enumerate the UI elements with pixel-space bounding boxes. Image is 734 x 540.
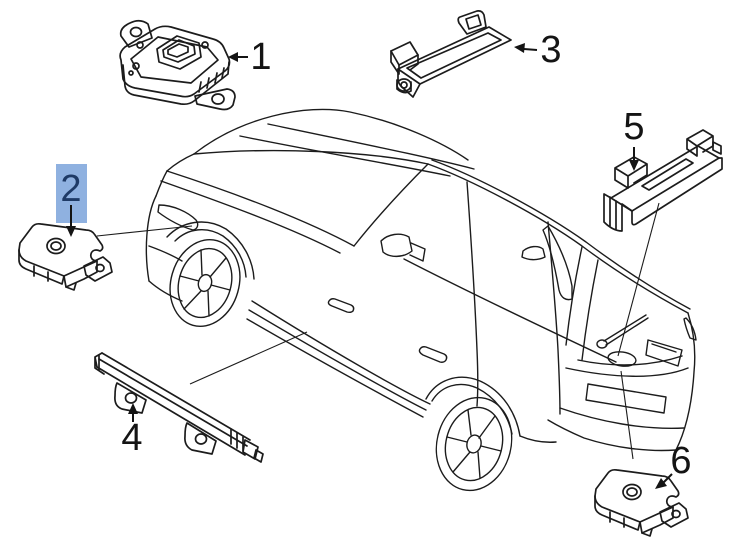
door-bottom [251, 300, 431, 405]
rear-lower-edge [519, 435, 557, 443]
callout-label-6[interactable]: 6 [670, 440, 692, 482]
rear-wheel-arch [425, 376, 521, 437]
waistline [403, 258, 617, 363]
callout-label-2[interactable]: 2 [60, 168, 82, 210]
rear-bumper-bottom [547, 419, 677, 452]
quarter-window [542, 225, 573, 301]
hatch-crease [565, 367, 689, 377]
part-2-drawing[interactable] [18, 222, 113, 291]
car-illustration [145, 108, 697, 492]
roof-seam-1 [239, 135, 451, 177]
hood-crease [160, 180, 341, 254]
rear-wheel-arch-inner [431, 383, 513, 435]
hood-front-edge [155, 170, 168, 197]
callout-arrow-4 [128, 403, 138, 422]
hatch-right-edge [675, 312, 696, 451]
part-5-drawing[interactable] [603, 129, 723, 232]
leader-part-5 [617, 202, 660, 357]
callout-label-4[interactable]: 4 [121, 417, 143, 459]
side-mirror [380, 233, 426, 262]
door-shut-line [547, 221, 561, 415]
front-lower-edge [148, 280, 183, 302]
sill-line-1 [248, 309, 427, 411]
leader-part-2 [96, 225, 193, 237]
callout-arrow-2 [66, 205, 76, 237]
taillight [645, 339, 683, 367]
a-pillar [353, 163, 429, 247]
callout-arrow-5 [629, 147, 639, 171]
callout-arrow-6 [655, 473, 673, 489]
callout-arrow-3 [514, 43, 538, 53]
roof-near-rail [427, 163, 689, 314]
callout-label-3[interactable]: 3 [540, 29, 562, 71]
shark-fin-antenna [521, 245, 546, 261]
front-face [145, 195, 157, 282]
c-pillar-1 [565, 246, 583, 346]
rear-wiper [596, 314, 649, 349]
roof-far-rail [193, 108, 469, 161]
headlight [157, 204, 199, 231]
rear-door-handle [418, 346, 448, 363]
b-pillar [466, 181, 479, 407]
callout-arrows [66, 43, 673, 489]
front-wheel-arch-inner [174, 229, 247, 278]
roof-seam-2 [267, 123, 475, 170]
windshield-cowl [166, 170, 355, 247]
bumper-crease [148, 245, 183, 262]
callout-label-5[interactable]: 5 [623, 106, 645, 148]
leader-part-4 [189, 331, 308, 385]
leader-part-6 [620, 370, 634, 460]
leader-lines [96, 202, 660, 460]
part-6-drawing[interactable] [594, 468, 689, 537]
callout-label-1[interactable]: 1 [250, 36, 272, 78]
part-4-drawing[interactable] [94, 352, 264, 463]
roof-near-rail-inner [431, 159, 691, 310]
rear-wheel [435, 396, 513, 492]
roof-front-edge [193, 149, 429, 165]
rear-bumper-crease [559, 407, 685, 429]
a-pillar-far [166, 153, 195, 172]
sill-line-2 [246, 318, 424, 418]
license-plate-recess [585, 383, 667, 414]
c-pillar-2 [581, 259, 599, 361]
callout-arrow-1 [228, 52, 248, 62]
part-3-drawing[interactable] [390, 9, 512, 98]
front-door-handle [327, 298, 355, 314]
audi-rings-badge [607, 351, 637, 367]
front-wheel [169, 238, 241, 328]
rear-glass-bottom [577, 355, 683, 366]
part-1-drawing[interactable] [119, 19, 236, 111]
taillight-far [683, 317, 697, 341]
